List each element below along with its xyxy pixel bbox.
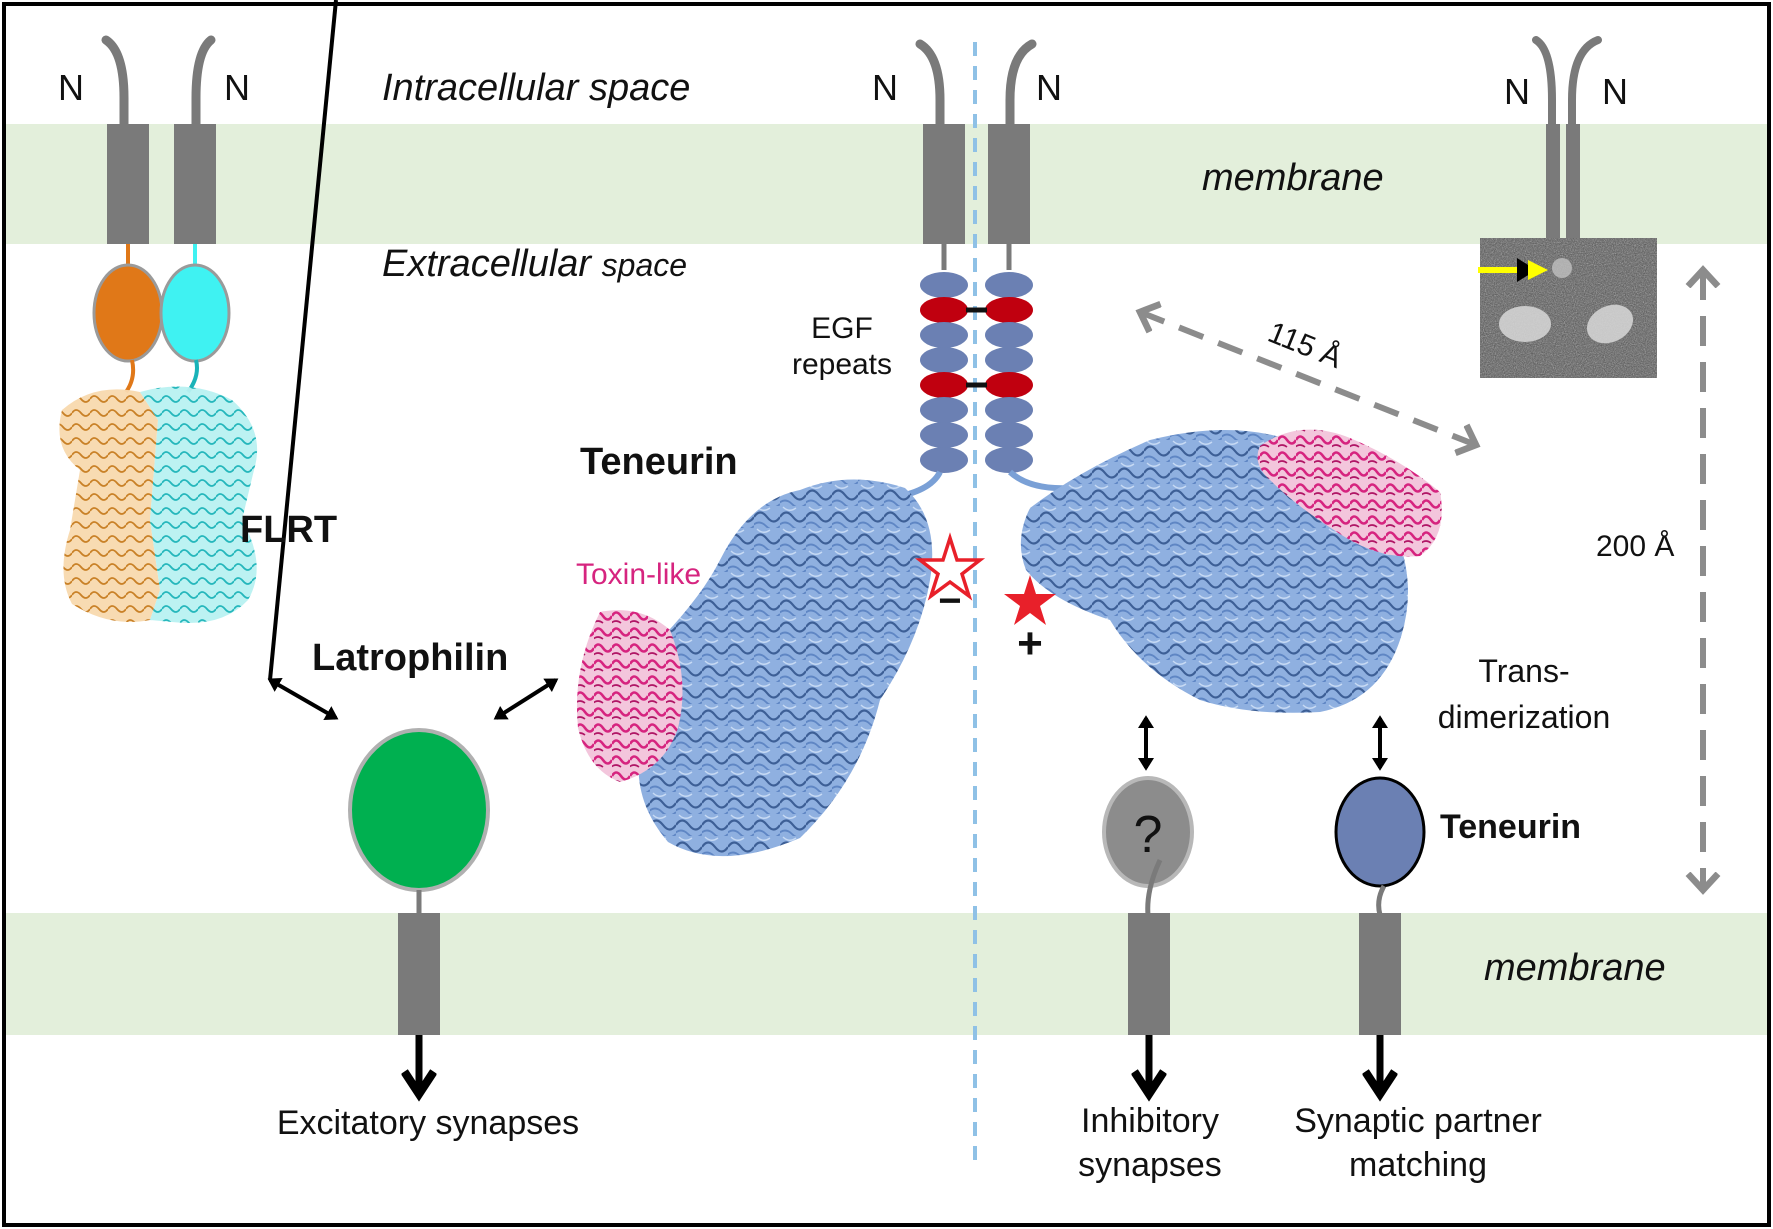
n-label-em-left: N	[1504, 71, 1530, 112]
em-micrograph	[1478, 36, 1657, 378]
partner-matching-line2: matching	[1349, 1146, 1487, 1184]
distance-arrow-115	[1140, 312, 1476, 445]
membrane-top	[6, 124, 1767, 244]
teneurin-tail-left	[915, 39, 945, 131]
toxin-like-domain-right	[1257, 429, 1442, 557]
teneurin-tail-right	[1005, 39, 1037, 131]
latrophilin-tm	[398, 913, 440, 1035]
flrt-domain-cyan	[159, 263, 231, 363]
n-label-teneurin-left: N	[872, 67, 898, 108]
n-label-teneurin-right: N	[1036, 67, 1062, 108]
partner-stalk	[1376, 884, 1387, 916]
trans-dimerization-line2: dimerization	[1438, 699, 1611, 735]
inhibitory-synapses-line2: synapses	[1078, 1146, 1222, 1184]
em-tm-right	[1566, 124, 1580, 240]
unknown-tm	[1128, 913, 1170, 1035]
membrane-label-bottom: membrane	[1484, 947, 1666, 989]
teneurin-dimer	[576, 39, 1442, 857]
flrt-tm-left	[107, 124, 149, 244]
teneurin-ectodomain-left	[627, 479, 933, 857]
latrophilin-arrow-left-line	[267, 678, 339, 720]
unknown-domain	[1102, 776, 1194, 888]
unknown-stalk	[1145, 858, 1163, 916]
latrophilin-arrow-right-line	[493, 678, 559, 720]
teneurin-tm-left	[923, 124, 965, 244]
minus-sign: −	[938, 579, 961, 623]
distance-label-200: 200 Å	[1596, 530, 1674, 563]
extracellular-label: Extracellular space	[382, 243, 687, 285]
unknown-receptor	[1102, 715, 1194, 1094]
plus-sign: +	[1017, 619, 1043, 668]
trans-dimerization-line1: Trans-	[1478, 653, 1569, 689]
question-mark-icon: ?	[1134, 806, 1163, 864]
em-tm-left	[1546, 124, 1560, 240]
flrt-tail-right	[191, 35, 216, 131]
partner-teneurin-label: Teneurin	[1440, 808, 1581, 846]
flrt-receptor	[59, 35, 258, 624]
flrt-lrr-orange	[59, 389, 160, 622]
egf-repeats-right	[985, 272, 1033, 473]
filled-star-icon	[1004, 575, 1056, 625]
flrt-domain-orange	[92, 263, 164, 363]
em-micrograph-noise	[1480, 238, 1657, 378]
intracellular-label: Intracellular space	[382, 67, 690, 109]
n-label-flrt-left: N	[58, 67, 84, 108]
flrt-tm-right	[174, 124, 216, 244]
n-label-em-right: N	[1602, 71, 1628, 112]
latrophilin-domain	[348, 728, 490, 892]
latrophilin-receptor	[267, 0, 559, 1094]
latrophilin-arrow-left	[268, 0, 338, 681]
n-label-flrt-right: N	[224, 67, 250, 108]
egf-label-line1: EGF	[811, 312, 873, 345]
yellow-arrow-head	[1528, 260, 1548, 280]
toxin-like-label: Toxin-like	[576, 558, 701, 591]
egf-label-line2: repeats	[792, 348, 892, 381]
flrt-linker-orange	[124, 359, 136, 394]
em-particle-left	[1499, 306, 1551, 342]
teneurin-tm-right	[988, 124, 1030, 244]
toxin-like-domain-left	[576, 610, 683, 782]
teneurin-label: Teneurin	[580, 441, 738, 483]
partner-teneurin-domain	[1334, 776, 1426, 888]
open-star-icon	[914, 532, 986, 601]
membrane-label-top: membrane	[1202, 157, 1384, 199]
partner-teneurin	[1334, 715, 1426, 1094]
inhibitory-synapses-line1: Inhibitory	[1081, 1102, 1219, 1140]
membrane-bottom	[6, 913, 1767, 1035]
excitatory-synapses-label: Excitatory synapses	[277, 1104, 579, 1142]
flrt-lrr-cyan	[140, 386, 258, 624]
flrt-label: FLRT	[240, 509, 337, 551]
em-particle-top	[1552, 258, 1572, 278]
flrt-tail-left	[101, 35, 129, 131]
em-particle-right	[1586, 304, 1634, 344]
em-tail-right	[1568, 36, 1602, 130]
partner-tm	[1359, 913, 1401, 1035]
em-tail-left	[1532, 36, 1556, 130]
partner-matching-line1: Synaptic partner	[1294, 1102, 1542, 1140]
egf-repeats-left	[920, 272, 968, 473]
latrophilin-label: Latrophilin	[312, 637, 508, 679]
